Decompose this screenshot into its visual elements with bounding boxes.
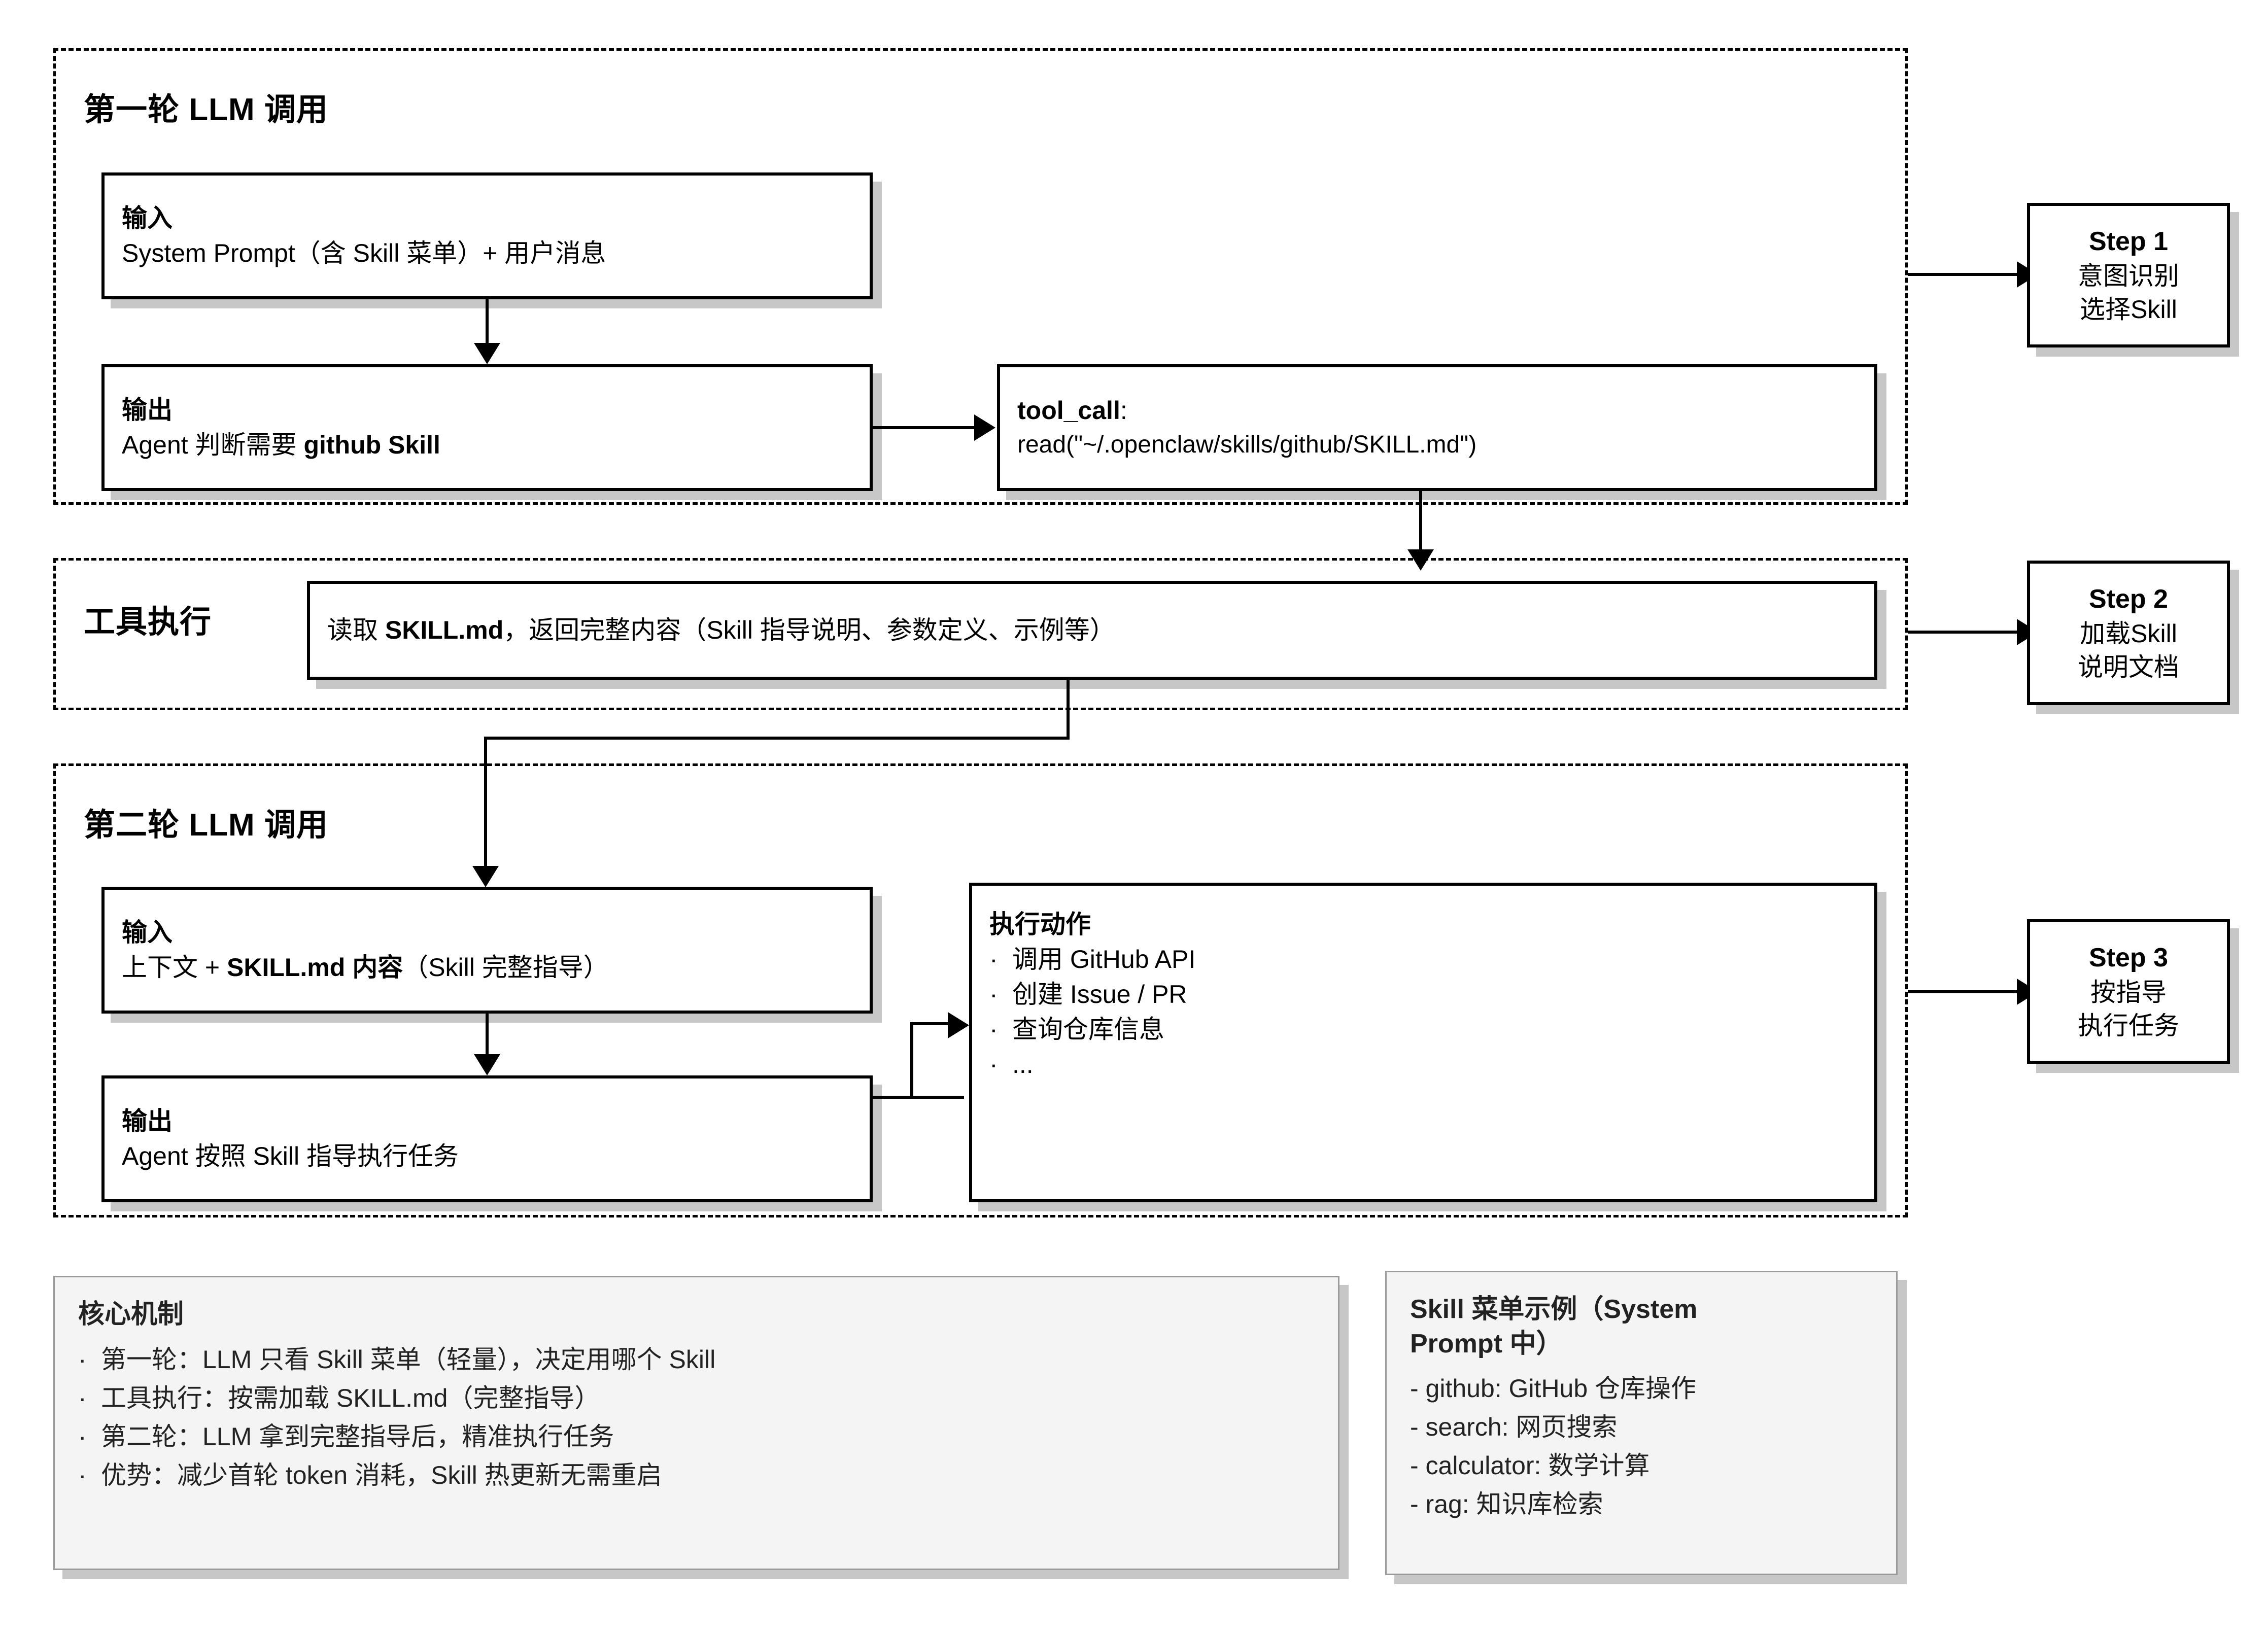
round2-output-label: 输出 xyxy=(122,1107,173,1135)
execute-actions-item: · 查询仓库信息 xyxy=(989,1012,1857,1047)
connector-round2-output-elbow-v xyxy=(910,1022,913,1099)
step-badge-2-line1: 加载Skill xyxy=(2080,619,2177,648)
tool-exec-text-b: ，返回完整内容（Skill 指导说明、参数定义、示例等） xyxy=(503,616,1115,644)
execute-actions-box: 执行动作 · 调用 GitHub API · 创建 Issue / PR · 查询仓库… xyxy=(969,883,1877,1202)
round2-input-text-b: （Skill 完整指导） xyxy=(403,953,609,982)
note-mechanism-item: · 优势：减少首轮 token 消耗，Skill 热更新无需重启 xyxy=(78,1456,1315,1494)
tool-call-label-row: tool_call: xyxy=(1017,393,1857,428)
connector-toolexec-elbow-arrowhead xyxy=(472,866,499,887)
group-tool-exec xyxy=(53,558,1908,710)
round1-input-label: 输入 xyxy=(122,204,173,232)
round2-output-box: 输出 Agent 按照 Skill 指导执行任务 xyxy=(101,1075,873,1202)
round1-input-text: System Prompt（含 Skill 菜单）+ 用户消息 xyxy=(122,239,606,267)
connector-toolexec-elbow-h xyxy=(484,737,1070,740)
step-badge-2: Step 2 加载Skill 说明文档 xyxy=(2027,561,2230,705)
note-mechanism-item-text: 第二轮：LLM 拿到完整指导后，精准执行任务 xyxy=(101,1422,614,1451)
note-mechanism-item-text: 工具执行：按需加载 SKILL.md（完整指导） xyxy=(101,1383,600,1412)
execute-actions-item-label: 创建 Issue / PR xyxy=(1012,980,1187,1008)
bullet-icon: · xyxy=(989,945,998,973)
tool-exec-text-bold: SKILL.md xyxy=(385,616,504,644)
execute-actions-title: 执行动作 xyxy=(989,910,1091,938)
step-badge-1-line2: 选择Skill xyxy=(2080,295,2177,324)
note-mechanism-item-text: 第一轮：LLM 只看 Skill 菜单（轻量），决定用哪个 Skill xyxy=(101,1345,716,1374)
execute-actions-item: · 创建 Issue / PR xyxy=(989,977,1857,1012)
group-round2 xyxy=(53,763,1908,1217)
connector-round2-output-elbow-h1 xyxy=(873,1096,964,1099)
note-mechanism: 核心机制 · 第一轮：LLM 只看 Skill 菜单（轻量），决定用哪个 Skil… xyxy=(53,1276,1339,1570)
round1-output-label: 输出 xyxy=(122,396,173,424)
note-mechanism-item: · 第二轮：LLM 拿到完整指导后，精准执行任务 xyxy=(78,1417,1315,1456)
note-skill-menu-title-line2: Prompt 中） xyxy=(1410,1329,1563,1359)
connector-round2-input-to-output-arrowhead xyxy=(474,1054,500,1075)
connector-group1-to-step1 xyxy=(1908,273,2017,276)
group-round1-title: 第一轮 LLM 调用 xyxy=(84,92,328,127)
tool-call-colon: : xyxy=(1120,396,1127,425)
round1-output-text-bold: github Skill xyxy=(303,431,440,459)
connector-input-to-output-arrowhead xyxy=(474,343,500,364)
step-badge-1-title: Step 1 xyxy=(2088,227,2169,257)
note-skill-menu-title: Skill 菜单示例（System Prompt 中） xyxy=(1410,1293,1873,1361)
connector-toolcall-to-group2 xyxy=(1419,491,1422,549)
step-badge-3-line2: 执行任务 xyxy=(2078,1011,2179,1040)
tool-call-label: tool_call xyxy=(1017,396,1120,425)
step-badge-2-line2: 说明文档 xyxy=(2078,652,2179,681)
note-mechanism-item-text: 优势：减少首轮 token 消耗，Skill 热更新无需重启 xyxy=(101,1460,662,1489)
note-skill-menu-item: - github: GitHub 仓库操作 xyxy=(1410,1374,1697,1403)
step-badge-1: Step 1 意图识别 选择Skill xyxy=(2027,203,2230,347)
connector-round2-input-to-output xyxy=(486,1014,489,1054)
round2-input-text: 上下文 + SKILL.md 内容（Skill 完整指导） xyxy=(122,950,852,985)
execute-actions-item-label: 查询仓库信息 xyxy=(1012,1015,1164,1043)
bullet-icon: · xyxy=(78,1460,87,1489)
round2-input-text-bold: SKILL.md 内容 xyxy=(226,953,403,982)
connector-toolexec-elbow-v1 xyxy=(1067,680,1070,740)
execute-actions-item: · 调用 GitHub API xyxy=(989,942,1857,977)
bullet-icon: · xyxy=(78,1345,87,1374)
round1-output-box: 输出 Agent 判断需要 github Skill xyxy=(101,364,873,491)
tool-call-expression: read("~/.openclaw/skills/github/SKILL.md… xyxy=(1017,431,1477,459)
note-skill-menu-item: - search: 网页搜索 xyxy=(1410,1413,1618,1442)
bullet-icon: · xyxy=(78,1383,87,1412)
round1-output-text: Agent 判断需要 github Skill xyxy=(122,428,852,463)
connector-group2-to-step2 xyxy=(1908,631,2017,634)
round2-input-text-a: 上下文 + xyxy=(122,953,227,982)
group-round2-title: 第二轮 LLM 调用 xyxy=(84,808,328,843)
connector-round2-output-elbow-arrowhead xyxy=(948,1012,969,1038)
round1-input-box: 输入 System Prompt（含 Skill 菜单）+ 用户消息 xyxy=(101,172,873,299)
note-skill-menu-title-line1: Skill 菜单示例（System xyxy=(1410,1295,1698,1324)
step-badge-3: Step 3 按指导 执行任务 xyxy=(2027,919,2230,1064)
note-mechanism-item: · 第一轮：LLM 只看 Skill 菜单（轻量），决定用哪个 Skill xyxy=(78,1340,1315,1379)
group-tool-exec-title: 工具执行 xyxy=(84,605,212,640)
connector-toolexec-elbow-v2 xyxy=(484,737,487,866)
tool-exec-text: 读取 SKILL.md，返回完整内容（Skill 指导说明、参数定义、示例等） xyxy=(327,613,1857,648)
connector-output-to-toolcall xyxy=(873,426,974,429)
round1-output-text-plain: Agent 判断需要 xyxy=(122,431,304,459)
step-badge-1-line1: 意图识别 xyxy=(2078,261,2179,290)
execute-actions-item-label: ... xyxy=(1012,1050,1034,1078)
connector-group3-to-step3 xyxy=(1908,990,2017,993)
tool-exec-text-a: 读取 xyxy=(327,616,385,644)
bullet-icon: · xyxy=(78,1422,87,1451)
bullet-icon: · xyxy=(989,1050,998,1078)
step-badge-3-line1: 按指导 xyxy=(2090,978,2167,1006)
tool-call-box: tool_call: read("~/.openclaw/skills/gith… xyxy=(997,364,1877,491)
execute-actions-item-label: 调用 GitHub API xyxy=(1012,945,1196,973)
tool-exec-box: 读取 SKILL.md，返回完整内容（Skill 指导说明、参数定义、示例等） xyxy=(307,581,1877,680)
note-skill-menu: Skill 菜单示例（System Prompt 中） - github: Gi… xyxy=(1385,1271,1898,1575)
bullet-icon: · xyxy=(989,1015,998,1043)
note-skill-menu-item: - rag: 知识库检索 xyxy=(1410,1490,1603,1519)
connector-input-to-output xyxy=(486,299,489,343)
round2-input-label: 输入 xyxy=(122,918,173,947)
connector-output-to-toolcall-arrowhead xyxy=(974,414,995,441)
round2-input-box: 输入 上下文 + SKILL.md 内容（Skill 完整指导） xyxy=(101,887,873,1014)
round2-output-text: Agent 按照 Skill 指导执行任务 xyxy=(122,1142,459,1170)
bullet-icon: · xyxy=(989,980,998,1008)
step-badge-2-title: Step 2 xyxy=(2088,584,2169,614)
connector-round2-output-elbow-h2 xyxy=(910,1022,957,1025)
note-skill-menu-item: - calculator: 数学计算 xyxy=(1410,1451,1650,1480)
note-mechanism-item: · 工具执行：按需加载 SKILL.md（完整指导） xyxy=(78,1379,1315,1417)
execute-actions-item: ·... xyxy=(989,1047,1857,1082)
group-round1 xyxy=(53,48,1908,505)
step-badge-3-title: Step 3 xyxy=(2088,943,2169,973)
note-mechanism-title: 核心机制 xyxy=(78,1300,184,1329)
